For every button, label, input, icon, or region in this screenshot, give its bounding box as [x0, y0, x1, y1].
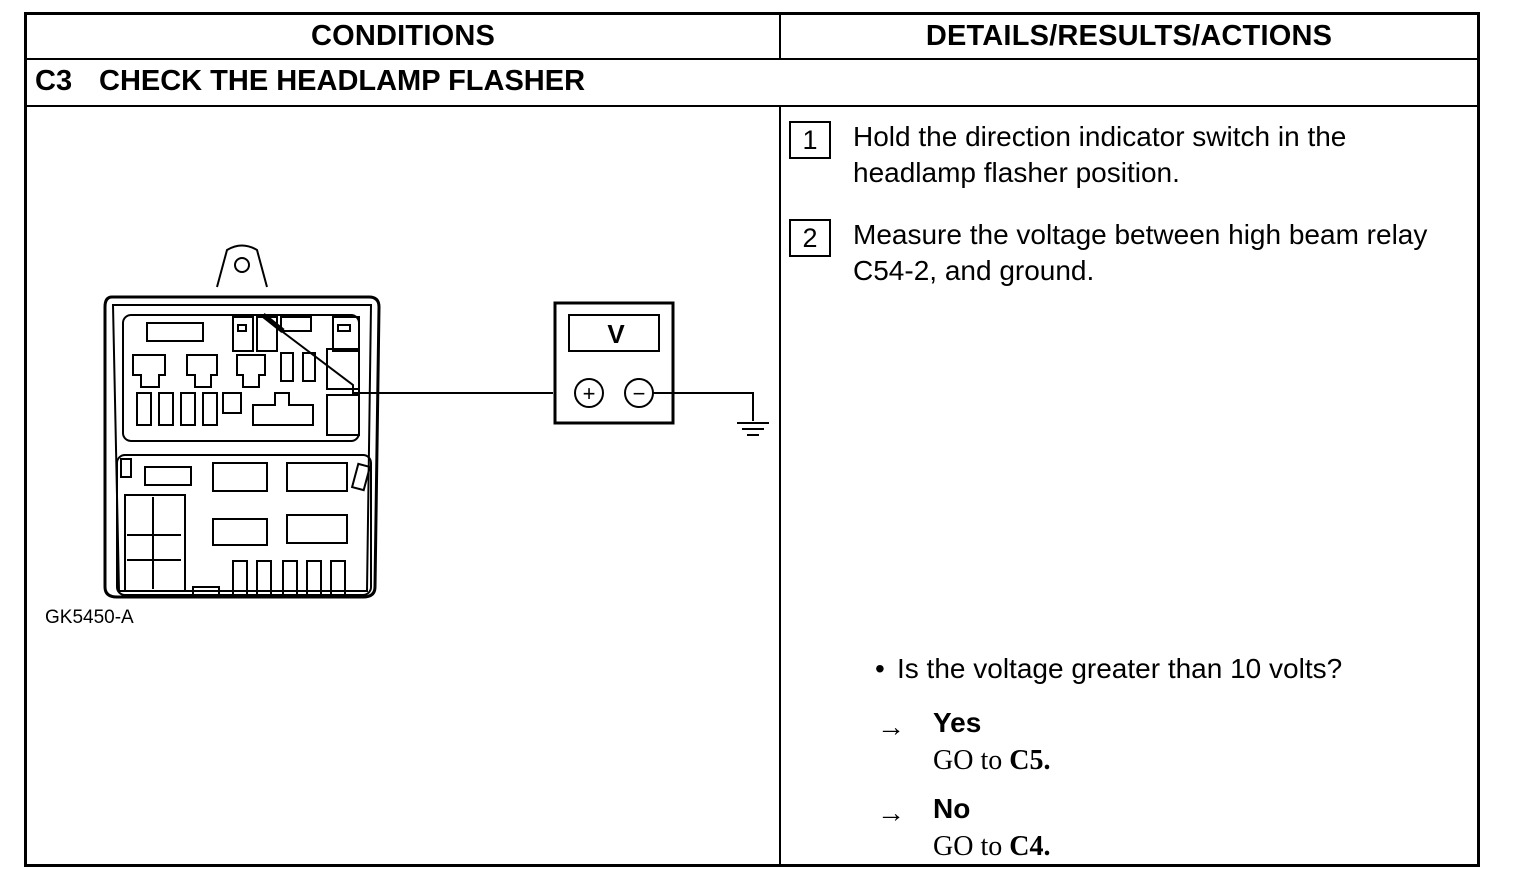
step-title-row: C3 CHECK THE HEADLAMP FLASHER: [27, 60, 1477, 107]
plus-sign: +: [583, 381, 596, 406]
voltmeter-label: V: [607, 319, 625, 349]
voltmeter: [553, 301, 675, 425]
answer-action: GO to C4.: [933, 831, 1050, 863]
step-text: Hold the direction indicator switch in t…: [853, 121, 1347, 188]
minus-sign: −: [633, 381, 646, 406]
conditions-header: CONDITIONS: [27, 15, 781, 58]
table-header: CONDITIONS DETAILS/RESULTS/ACTIONS: [27, 15, 1477, 60]
question-text: Is the voltage greater than 10 volts?: [897, 653, 1343, 684]
answer-label: Yes: [933, 707, 982, 738]
step-text: Measure the voltage between high beam re…: [853, 219, 1428, 286]
bullet: •: [875, 653, 885, 684]
fuse-box-diagram: V + −: [103, 244, 769, 599]
probe-lead: [262, 316, 553, 394]
figure-caption: GK5450-A: [45, 607, 134, 628]
arrow-icon: →: [877, 797, 905, 828]
column-divider: [779, 107, 781, 867]
mounting-tab: [216, 244, 268, 288]
step-number: 1: [789, 121, 831, 159]
details-header: DETAILS/RESULTS/ACTIONS: [925, 20, 1333, 52]
answer-action: GO to C5.: [933, 745, 1050, 777]
step-code: C3: [35, 65, 73, 97]
question: • Is the voltage greater than 10 volts?: [875, 653, 1342, 685]
large-fuse-block: [124, 494, 186, 592]
arrow-icon: →: [877, 711, 905, 742]
fuse-box-housing: [103, 295, 381, 599]
action-prefix: GO to: [933, 745, 1003, 776]
action-prefix: GO to: [933, 831, 1003, 862]
procedure-table: CONDITIONS DETAILS/RESULTS/ACTIONS C3 CH…: [24, 12, 1480, 867]
ground-lead: [653, 392, 754, 421]
step-number: 2: [789, 219, 831, 257]
lower-section: [116, 454, 372, 596]
plus-terminal: [574, 378, 604, 408]
step-title: CHECK THE HEADLAMP FLASHER: [99, 65, 586, 97]
action-target: C5.: [1009, 745, 1051, 776]
action-target: C4.: [1009, 831, 1051, 862]
voltmeter-display: [568, 314, 660, 352]
answer-label: No: [933, 793, 971, 824]
